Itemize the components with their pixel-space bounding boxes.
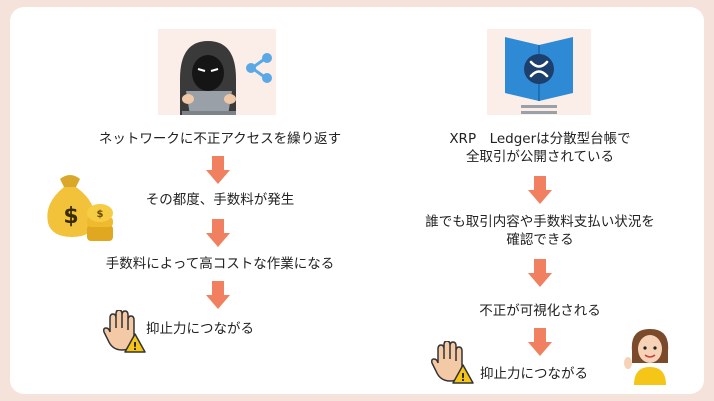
- warning-icon: !: [452, 364, 474, 384]
- right-arrow-3: [528, 328, 552, 356]
- left-arrow-2: [206, 219, 230, 247]
- right-step-2-line-1: 誰でも取引内容や手数料支払い状況を: [425, 214, 655, 230]
- left-arrow-3: [206, 281, 230, 309]
- ledger-illustration: [487, 29, 591, 115]
- hacker-illustration: [158, 29, 276, 115]
- svg-text:$: $: [97, 209, 104, 220]
- right-arrow-2: [528, 259, 552, 287]
- money-bag-icon: $: [47, 175, 95, 237]
- left-step-3: 手数料によって高コストな作業になる: [105, 256, 335, 272]
- right-step-1-line-2: 全取引が公開されている: [465, 149, 615, 165]
- left-step-1: ネットワークに不正アクセスを繰り返す: [98, 131, 342, 147]
- left-arrow-1: [206, 156, 230, 184]
- woman-waving-icon: [624, 329, 669, 385]
- hacker-icon: [180, 41, 236, 115]
- coin-stack-icon: $: [87, 204, 113, 241]
- right-step-4: 抑止力につながる: [480, 366, 588, 382]
- warning-icon: !: [124, 333, 146, 353]
- xrp-logo-icon: [524, 54, 554, 84]
- right-step-2-line-2: 確認できる: [506, 232, 574, 248]
- left-step-2: その都度、手数料が発生: [145, 192, 295, 208]
- diagram-card: ネットワークに不正アクセスを繰り返す $ $ その都度、手数料が発生 手数料によ…: [10, 7, 704, 394]
- right-arrow-1: [528, 176, 552, 204]
- hand-stop-icon: [431, 341, 463, 382]
- svg-text:!: !: [460, 371, 465, 384]
- share-icon: [246, 53, 272, 83]
- svg-text:!: !: [132, 340, 137, 353]
- right-step-1-line-1: XRP Ledgerは分散型台帳で: [449, 131, 631, 147]
- left-step-4: 抑止力につながる: [146, 321, 254, 337]
- svg-text:$: $: [63, 204, 78, 229]
- hand-stop-icon: [103, 310, 135, 351]
- right-step-3: 不正が可視化される: [479, 303, 601, 319]
